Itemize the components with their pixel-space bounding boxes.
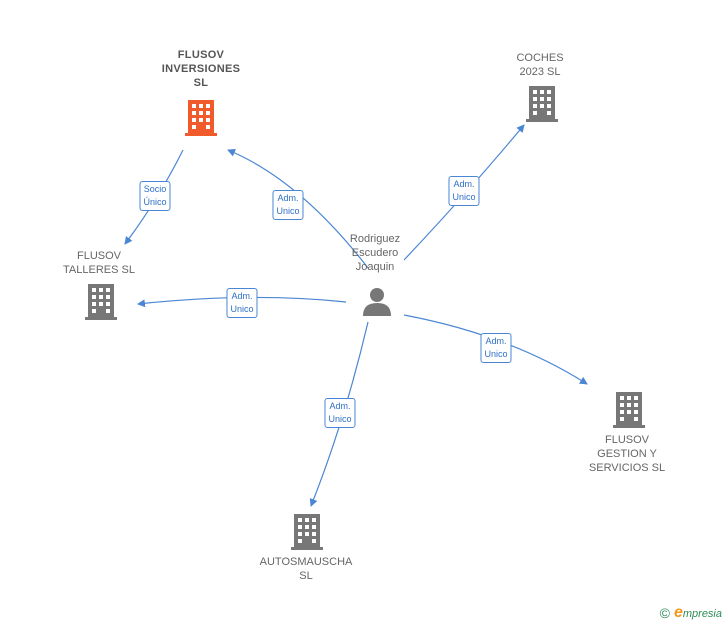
node-label-flusov-inversiones: FLUSOV INVERSIONES SL: [161, 49, 241, 89]
building-icon[interactable]: [85, 284, 117, 325]
edge-label-adm-unico: Adm. Unico: [226, 288, 258, 318]
copyright-icon: ©: [659, 605, 670, 621]
building-icon[interactable]: [185, 100, 217, 141]
building-icon[interactable]: [291, 514, 323, 555]
edge-label-adm-unico: Adm. Unico: [480, 333, 512, 363]
building-icon[interactable]: [526, 86, 558, 127]
edge-label-adm-unico: Adm. Unico: [448, 176, 480, 206]
node-label-coches-2023: COCHES 2023 SL: [516, 52, 564, 78]
brand-logo: © empresia: [660, 604, 722, 622]
edge-label-adm-unico: Adm. Unico: [324, 398, 356, 428]
building-icon[interactable]: [613, 392, 645, 433]
brand-name: mpresia: [682, 608, 722, 620]
node-label-autosmauscha: AUTOSMAUSCHA SL: [259, 556, 353, 582]
brand-initial: e: [673, 604, 683, 621]
edge-label-socio-unico: Socio Único: [139, 181, 171, 211]
node-label-flusov-gestion: FLUSOV GESTION Y SERVICIOS SL: [588, 434, 666, 474]
edge-label-adm-unico: Adm. Unico: [272, 190, 304, 220]
person-icon[interactable]: [362, 286, 392, 321]
node-label-person: Rodriguez Escudero Joaquin: [349, 233, 401, 273]
node-label-flusov-talleres: FLUSOV TALLERES SL: [63, 250, 135, 276]
